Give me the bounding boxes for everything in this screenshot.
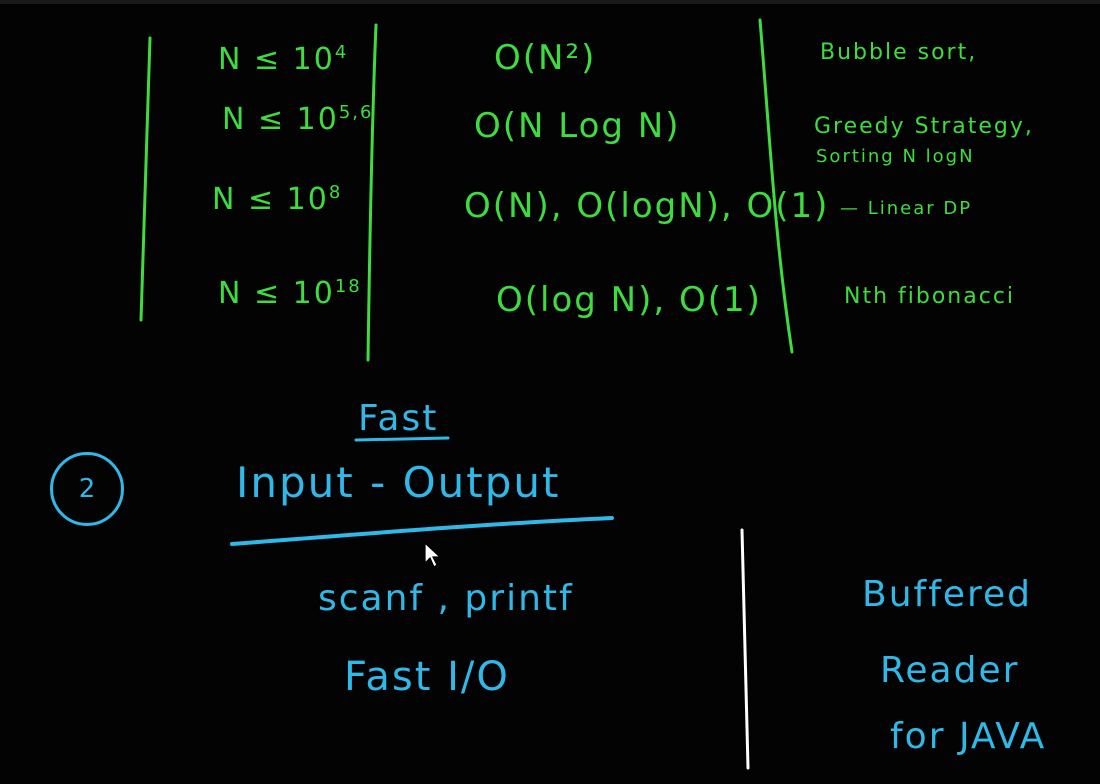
row2-approach-detail: Sorting N logN bbox=[816, 146, 975, 167]
title-underline bbox=[230, 516, 614, 546]
row3-complexity: O(N), O(logN), O(1) bbox=[464, 186, 830, 226]
table-divider-1 bbox=[366, 23, 378, 362]
row3-approach: — Linear DP bbox=[840, 198, 973, 219]
row4-constraint: N ≤ 1018 bbox=[218, 276, 362, 311]
left-line-2: Fast I/O bbox=[344, 654, 510, 700]
fast-underline bbox=[354, 436, 450, 442]
fast-label: Fast bbox=[358, 398, 439, 439]
top-border bbox=[0, 0, 1100, 4]
section-title: Input - Output bbox=[236, 458, 561, 507]
row4-approach: Nth fibonacci bbox=[844, 284, 1016, 309]
row4-complexity: O(log N), O(1) bbox=[496, 280, 762, 320]
table-divider-2 bbox=[758, 18, 794, 354]
row1-constraint: N ≤ 104 bbox=[218, 42, 349, 77]
right-line-1: Buffered bbox=[862, 574, 1033, 615]
row2-approach: Greedy Strategy, bbox=[814, 114, 1034, 139]
row2-complexity: O(N Log N) bbox=[474, 106, 681, 146]
row2-constraint: N ≤ 105,6 bbox=[222, 102, 374, 137]
mouse-pointer-icon bbox=[424, 542, 442, 568]
section-number: 2 bbox=[78, 474, 96, 504]
table-left-border bbox=[139, 36, 152, 322]
right-line-3: for JAVA bbox=[890, 716, 1047, 757]
row1-complexity: O(N²) bbox=[494, 38, 597, 78]
row1-approach: Bubble sort, bbox=[820, 40, 978, 65]
section-number-badge: 2 bbox=[50, 452, 124, 526]
left-line-1: scanf , printf bbox=[318, 578, 574, 619]
right-line-2: Reader bbox=[880, 650, 1020, 691]
row3-constraint: N ≤ 108 bbox=[212, 182, 343, 217]
section-divider bbox=[740, 528, 750, 770]
